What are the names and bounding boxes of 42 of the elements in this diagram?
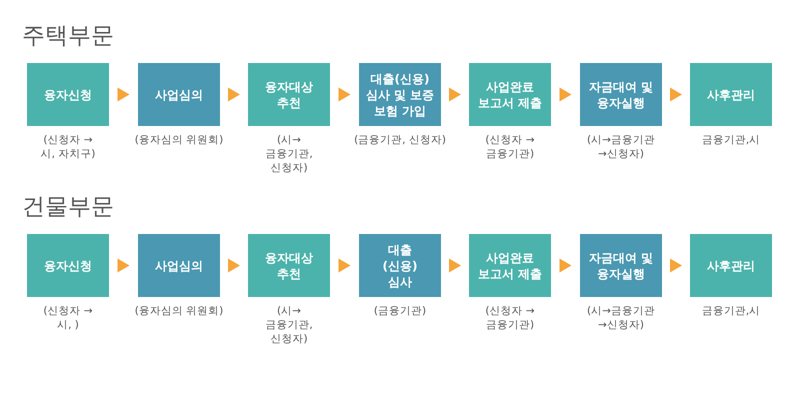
process-box: 대출(신용) 심사 및 보증 보험 가입 bbox=[359, 63, 441, 126]
process-box: 사업심의 bbox=[138, 63, 220, 126]
node-label: (시→ 금융기관,신청자) bbox=[264, 304, 314, 346]
process-box: 융자신청 bbox=[27, 63, 109, 126]
node-label: (금융기관, 신청자) bbox=[353, 133, 447, 147]
process-box: 자금대여 및 융자실행 bbox=[580, 234, 662, 297]
node-label: (시→금융기관 →신청자) bbox=[586, 304, 656, 332]
arrow bbox=[118, 88, 130, 102]
arrow bbox=[449, 258, 461, 272]
arrow bbox=[670, 88, 682, 102]
node-label: (신청자 → 시, 자치구) bbox=[40, 133, 96, 161]
process-box: 사업심의 bbox=[138, 234, 220, 297]
node-label: 금융기관,시 bbox=[700, 304, 762, 318]
node-label: (신청자 → 금융기관) bbox=[484, 133, 536, 161]
process-box: 사후관리 bbox=[690, 63, 772, 126]
node-label: (신청자 → 금융기관) bbox=[484, 304, 536, 332]
process-box: 자금대여 및 융자실행 bbox=[580, 63, 662, 126]
process-box: 사업완료 보고서 제출 bbox=[469, 63, 551, 126]
arrow bbox=[118, 258, 130, 272]
arrow bbox=[449, 88, 461, 102]
process-box: 사업완료 보고서 제출 bbox=[469, 234, 551, 297]
process-box: 사후관리 bbox=[690, 234, 772, 297]
process-box: 융자대상 추천 bbox=[248, 63, 330, 126]
arrow bbox=[670, 258, 682, 272]
node-label: (시→금융기관 →신청자) bbox=[586, 133, 656, 161]
process-box: 융자대상 추천 bbox=[248, 234, 330, 297]
process-box: 대출 (신용)심사 bbox=[359, 234, 441, 297]
arrow bbox=[228, 258, 240, 272]
arrow bbox=[560, 258, 572, 272]
process-box: 융자신청 bbox=[27, 234, 109, 297]
node-label: (시→ 금융기관,신청자) bbox=[264, 133, 314, 175]
section-heading: 주택부문 bbox=[22, 22, 114, 51]
arrow bbox=[338, 258, 350, 272]
node-label: (융자심의 위원회) bbox=[134, 133, 224, 147]
arrow bbox=[338, 88, 350, 102]
node-label: 금융기관,시 bbox=[700, 133, 762, 147]
node-label: (융자심의 위원회) bbox=[134, 304, 224, 318]
node-label: (신청자 → 시, ) bbox=[42, 304, 94, 332]
section-heading: 건물부문 bbox=[22, 193, 114, 222]
node-label: (금융기관) bbox=[372, 304, 428, 318]
arrow bbox=[560, 88, 572, 102]
arrow bbox=[228, 88, 240, 102]
